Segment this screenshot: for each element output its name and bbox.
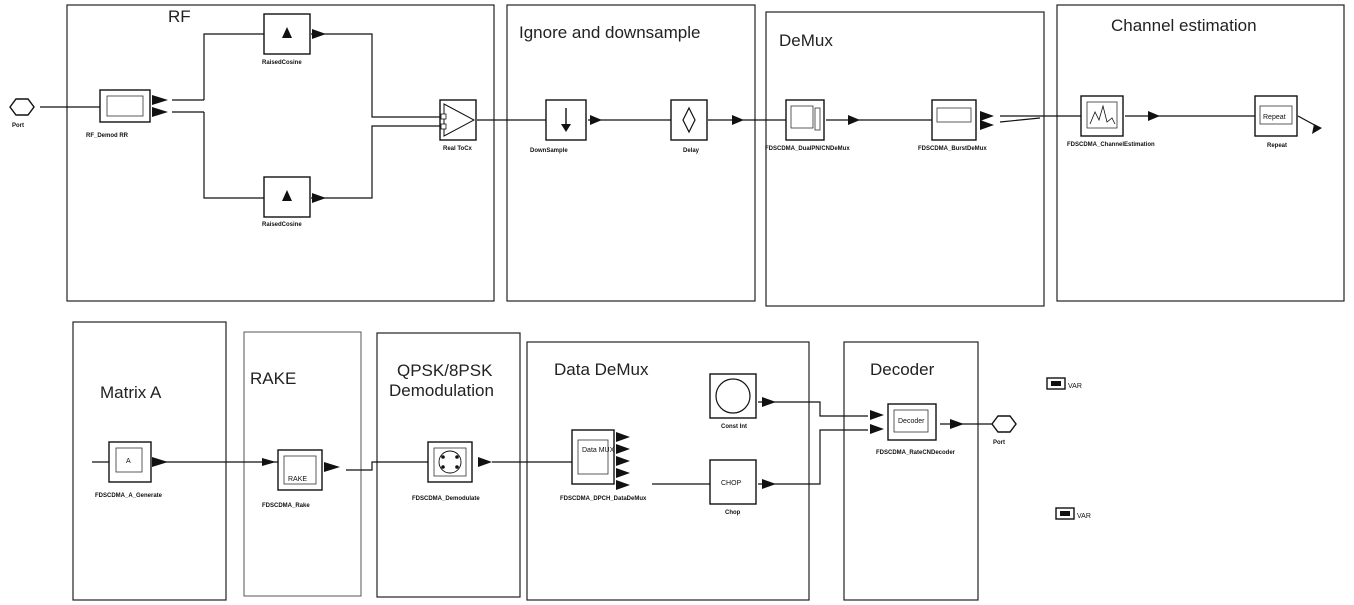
const-int-block[interactable]: Const Int xyxy=(709,373,776,430)
downsample-block[interactable]: DownSample xyxy=(530,99,602,154)
delay-caption: Delay xyxy=(683,148,700,154)
output-port[interactable]: Port xyxy=(991,415,1017,446)
wires-bottom xyxy=(92,401,992,485)
group-data-demux xyxy=(526,341,810,601)
decoder-caption: FDSCDMA_RateCNDecoder xyxy=(876,450,956,456)
data-demux-inner-label: Data MUX xyxy=(582,447,615,454)
repeat-inner-label: Repeat xyxy=(1263,114,1286,121)
data-demux-block[interactable]: Data MUX FDSCDMA_DPCH_DataDeMux xyxy=(560,429,647,502)
group-title-datademux: Data DeMux xyxy=(554,360,649,379)
rake-block[interactable]: RAKE FDSCDMA_Rake xyxy=(262,449,340,509)
chop-caption: Chop xyxy=(725,510,741,516)
chop-block[interactable]: CHOP Chop xyxy=(709,459,776,516)
downsample-caption: DownSample xyxy=(530,148,568,154)
input-port-label: Port xyxy=(12,123,24,129)
real-to-cx-caption: Real ToCx xyxy=(443,146,473,152)
a-generate-caption: FDSCDMA_A_Generate xyxy=(95,493,163,499)
dual-pn-block[interactable]: FDSCDMA_DualPN/CNDeMux xyxy=(765,99,860,152)
raised-cosine-bottom-caption: RaisedCosine xyxy=(262,222,302,228)
group-channel-estimation xyxy=(1056,4,1345,302)
channel-estimation-block[interactable]: FDSCDMA_ChannelEstimation xyxy=(1067,95,1160,148)
raised-cosine-top-block[interactable]: RaisedCosine xyxy=(262,13,326,66)
data-demux-caption: FDSCDMA_DPCH_DataDeMux xyxy=(560,496,647,502)
repeat-block[interactable]: Repeat Repeat xyxy=(1254,95,1322,149)
demodulate-block[interactable]: FDSCDMA_Demodulate xyxy=(412,441,492,502)
group-title-ignore: Ignore and downsample xyxy=(519,23,700,42)
repeat-caption: Repeat xyxy=(1267,143,1287,149)
chop-inner-label: CHOP xyxy=(721,480,742,487)
rf-demod-caption: RF_Demod RR xyxy=(86,133,129,139)
group-title-demux: DeMux xyxy=(779,31,833,50)
group-title-matrix: Matrix A xyxy=(100,383,162,402)
var-block-2[interactable]: VAR xyxy=(1055,507,1091,520)
group-title-chest: Channel estimation xyxy=(1111,16,1257,35)
rake-caption: FDSCDMA_Rake xyxy=(262,503,310,509)
burst-demux-caption: FDSCDMA_BurstDeMux xyxy=(918,146,987,152)
dual-pn-caption: FDSCDMA_DualPN/CNDeMux xyxy=(765,146,850,152)
group-title-qpsk-2: Demodulation xyxy=(389,381,494,400)
rf-demod-block[interactable]: RF_Demod RR xyxy=(86,89,168,139)
real-to-cx-block[interactable]: Real ToCx xyxy=(439,99,477,152)
group-title-decoder: Decoder xyxy=(870,360,935,379)
group-title-rf: RF xyxy=(168,7,191,26)
demodulate-caption: FDSCDMA_Demodulate xyxy=(412,496,480,502)
delay-block[interactable]: Delay xyxy=(670,99,744,154)
raised-cosine-top-caption: RaisedCosine xyxy=(262,60,302,66)
output-port-label: Port xyxy=(993,440,1005,446)
a-generate-inner-label: A xyxy=(126,458,131,465)
raised-cosine-bottom-block[interactable]: RaisedCosine xyxy=(262,176,326,228)
group-title-qpsk-1: QPSK/8PSK xyxy=(397,361,493,380)
var-label-1: VAR xyxy=(1068,383,1082,390)
channel-estimation-caption: FDSCDMA_ChannelEstimation xyxy=(1067,142,1155,148)
const-int-caption: Const Int xyxy=(721,424,747,430)
var-block-1[interactable]: VAR xyxy=(1046,377,1082,390)
group-title-rake: RAKE xyxy=(250,369,296,388)
burst-demux-block[interactable]: FDSCDMA_BurstDeMux xyxy=(918,99,994,152)
group-demux xyxy=(765,11,1045,307)
input-port[interactable]: Port xyxy=(9,98,35,129)
wires-top xyxy=(40,33,1255,199)
rake-inner-label: RAKE xyxy=(288,476,307,483)
decoder-inner-label: Decoder xyxy=(898,418,925,425)
var-label-2: VAR xyxy=(1077,513,1091,520)
group-decoder xyxy=(843,341,979,601)
decoder-block[interactable]: Decoder FDSCDMA_RateCNDecoder xyxy=(870,403,964,456)
a-generate-block[interactable]: A FDSCDMA_A_Generate xyxy=(95,441,168,499)
group-ignore-downsample xyxy=(506,4,756,302)
